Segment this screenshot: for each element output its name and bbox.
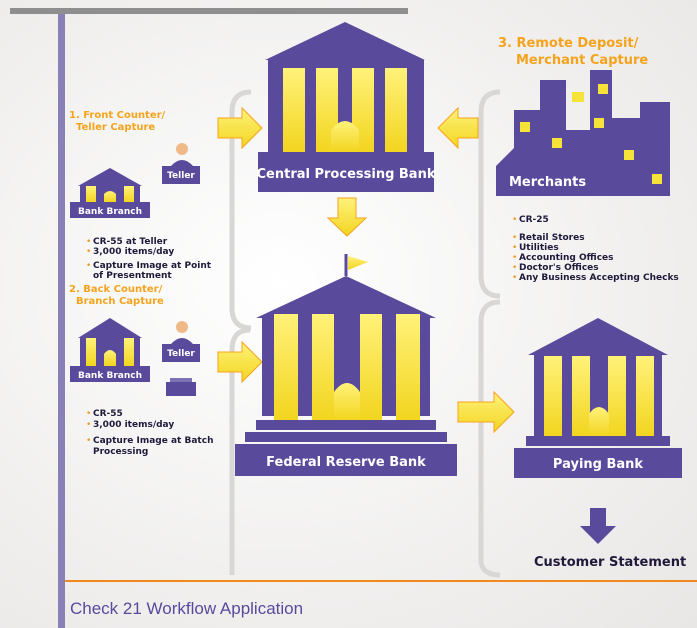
teller-head-icon	[176, 321, 188, 333]
merchants-building: Merchants	[496, 70, 670, 196]
back-bullet-item: Processing	[93, 447, 148, 457]
back-teller: Teller	[162, 321, 200, 362]
front-teller-label: Teller	[167, 171, 195, 181]
arrow-federal-to-paying	[457, 390, 515, 434]
front-bullet-item: of Presentment	[93, 271, 172, 281]
merchant-bullet-list: • CR-25 • Retail Stores • Utilities • Ac…	[512, 215, 679, 283]
teller-body-icon	[171, 338, 193, 344]
arrow-central-to-federal	[326, 197, 368, 237]
bullet-icon: •	[512, 233, 517, 243]
arrow-paying-to-statement	[580, 508, 616, 544]
teller-body-icon	[171, 160, 193, 166]
back-bullet-item: Capture Image at Batch	[93, 436, 213, 446]
bullet-icon: •	[512, 263, 517, 273]
merchants-label: Merchants	[509, 175, 586, 190]
bullet-icon: •	[86, 409, 91, 419]
left-rule	[58, 14, 65, 628]
back-counter-heading-line1: 2. Back Counter/	[69, 284, 163, 295]
central-processing-label: Central Processing Bank	[257, 167, 436, 182]
connector-lines	[229, 89, 501, 578]
bullet-icon: •	[86, 261, 91, 271]
merchant-bullet-item: Any Business Accepting Checks	[519, 273, 679, 283]
back-teller-label: Teller	[167, 349, 195, 359]
bullet-icon: •	[86, 436, 91, 446]
front-teller: Teller	[162, 143, 200, 184]
bullet-icon: •	[512, 253, 517, 263]
back-bullet-item: CR-55	[93, 409, 123, 419]
arrow-branch-to-federal	[217, 340, 263, 384]
federal-reserve-label: Federal Reserve Bank	[266, 455, 426, 470]
back-branch-label: Bank Branch	[78, 371, 142, 381]
paying-bank: Paying Bank	[514, 318, 682, 478]
figure-caption: Check 21 Workflow Application	[70, 599, 304, 618]
merchant-bullet-item: Doctor's Offices	[519, 263, 599, 273]
teller-head-icon	[176, 143, 188, 155]
back-bullet-list: • CR-55 • 3,000 items/day • Capture Imag…	[86, 409, 213, 457]
remote-heading-line1: 3. Remote Deposit/	[498, 36, 639, 51]
scanner-icon	[166, 378, 196, 396]
bullet-icon: •	[512, 243, 517, 253]
customer-statement-label: Customer Statement	[534, 555, 686, 570]
bullet-icon: •	[512, 215, 517, 225]
front-branch-label: Bank Branch	[78, 207, 142, 217]
arrow-merchants-to-central	[437, 106, 479, 150]
back-bank-branch: Bank Branch	[70, 318, 150, 382]
bottom-rule	[65, 580, 697, 582]
back-bullet-item: 3,000 items/day	[93, 420, 174, 430]
bullet-icon: •	[512, 273, 517, 283]
top-rule	[10, 8, 408, 14]
front-bank-branch: Bank Branch	[70, 168, 150, 218]
merchant-bullet-item: Retail Stores	[519, 233, 585, 243]
bullet-icon: •	[86, 420, 91, 430]
central-processing-bank: Central Processing Bank	[257, 22, 436, 192]
front-bullet-item: 3,000 items/day	[93, 247, 174, 257]
merchant-bullet-item: Accounting Offices	[519, 253, 614, 263]
bullet-icon: •	[86, 237, 91, 247]
merchant-bullet-item: Utilities	[519, 243, 559, 253]
flag-icon	[348, 256, 368, 270]
front-bullet-list: • CR-55 at Teller • 3,000 items/day • Ca…	[86, 237, 212, 281]
bullet-icon: •	[86, 247, 91, 257]
merchant-bullet-item: CR-25	[519, 215, 549, 225]
back-counter-heading-line2: Branch Capture	[76, 296, 164, 307]
federal-reserve-bank: Federal Reserve Bank	[235, 254, 457, 476]
front-counter-heading-line1: 1. Front Counter/	[69, 110, 166, 121]
front-bullet-item: Capture Image at Point	[93, 261, 212, 271]
remote-heading-line2: Merchant Capture	[516, 53, 648, 68]
arrow-teller-to-central	[217, 106, 263, 150]
paying-bank-label: Paying Bank	[553, 457, 644, 472]
front-counter-heading-line2: Teller Capture	[76, 122, 155, 133]
front-bullet-item: CR-55 at Teller	[93, 237, 168, 247]
